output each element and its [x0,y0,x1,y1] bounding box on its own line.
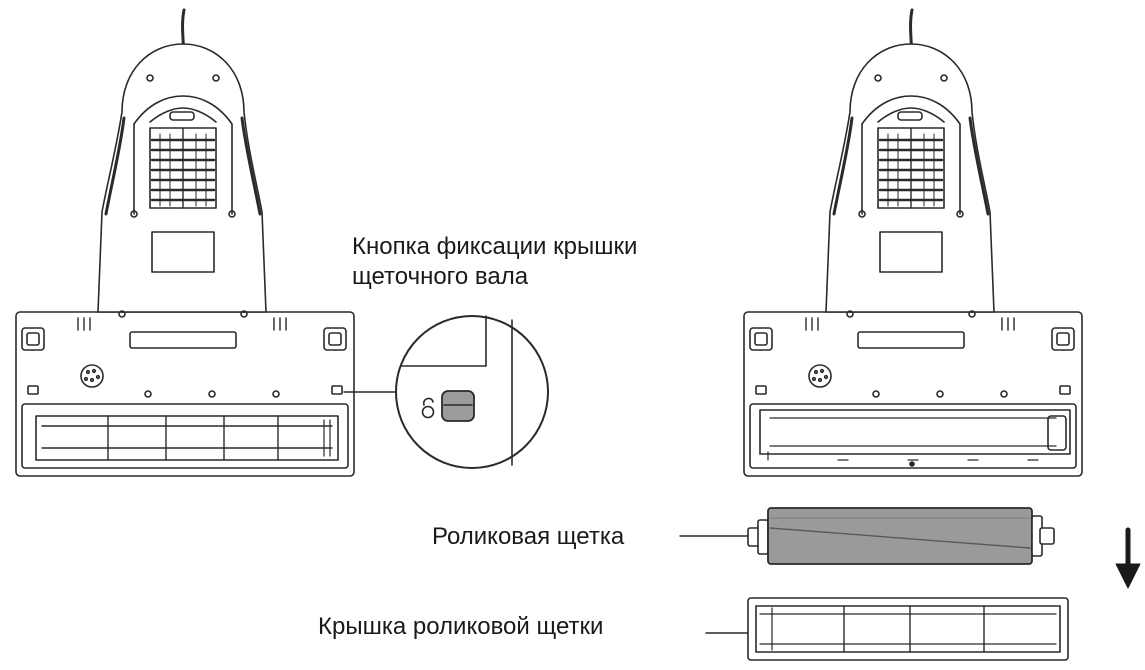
right-device-view [743,8,1083,477]
open-padlock-icon [421,397,435,419]
cover-lock-label-line1: Кнопка фиксации крышки [352,233,638,260]
cover-lock-button-label: Кнопка фиксации крышки щеточного вала [352,232,637,292]
roller-brush [679,507,1055,565]
cover-lock-button [441,390,475,422]
left-device-view [15,8,355,477]
arrow-down-icon [1115,527,1141,589]
roller-cover [705,597,1069,661]
cover-lock-label-line2: щеточного вала [352,263,529,290]
roller-brush-label: Роликовая щетка [432,523,625,550]
roller-cover-label: Крышка роликовой щетки [318,613,604,640]
cover-lock-callout [343,315,549,469]
